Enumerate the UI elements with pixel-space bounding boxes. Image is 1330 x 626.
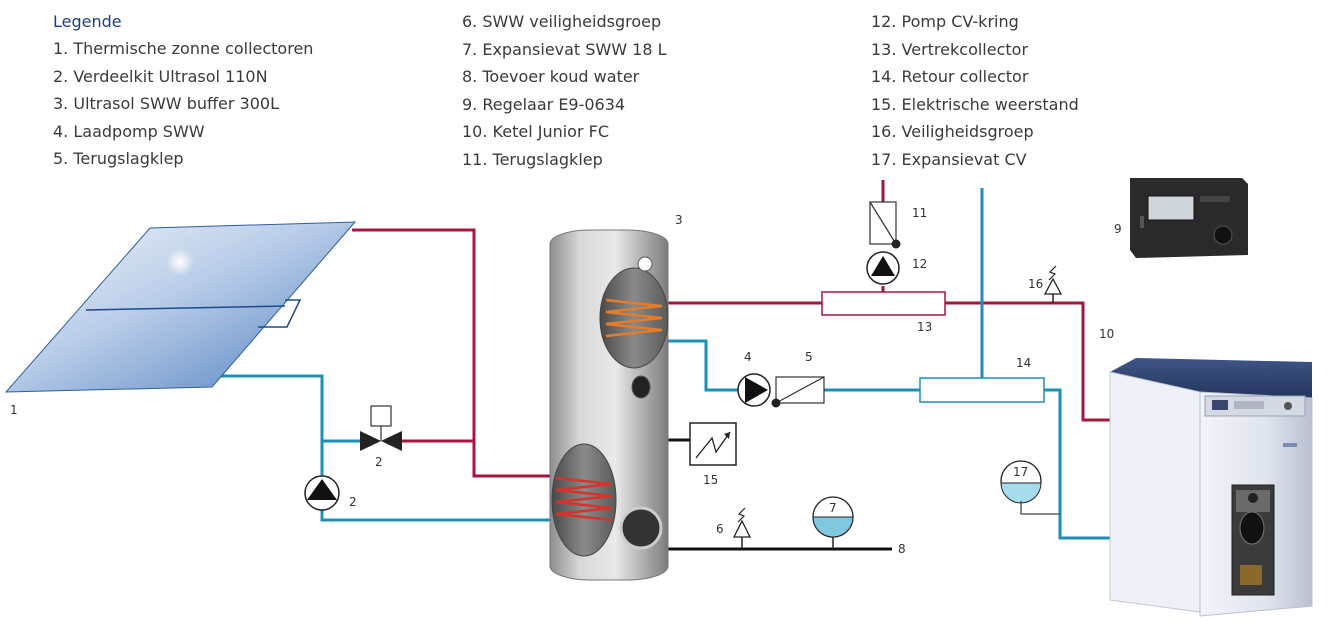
label-collector: 1 (10, 403, 18, 417)
label-cold-water: 8 (898, 542, 906, 556)
label-check-valve-cv: 11 (912, 206, 927, 220)
legend-item: 5. Terugslagklep (53, 149, 184, 168)
motorized-valve (360, 405, 402, 451)
electric-heater (689, 422, 737, 466)
legend-item: 3. Ultrasol SWW buffer 300L (53, 94, 279, 113)
label-check-valve-sww: 5 (805, 350, 813, 364)
legend-item: 9. Regelaar E9-0634 (462, 94, 626, 114)
legend-column-1: Legende 1. Thermische zonne collectoren … (53, 8, 313, 173)
label-buffer: 3 (675, 213, 683, 227)
controller (1130, 178, 1248, 258)
supply-collector (821, 291, 946, 316)
label-pump-kit: 2 (349, 495, 357, 509)
legend-column-2: 6. SWW veiligheidsgroep 7. Expansievat S… (462, 8, 667, 173)
label-boiler: 10 (1099, 327, 1114, 341)
legend-column-3: 12. Pomp CV-kring 13. Vertrekcollector 1… (871, 8, 1079, 173)
legend-item: 13. Vertrekcollector (871, 39, 1029, 59)
label-safety-group-cv: 16 (1028, 277, 1043, 291)
legend-item: 15. Elektrische weerstand (871, 94, 1079, 114)
label-return-collector: 14 (1016, 356, 1031, 370)
hot-pipes (352, 180, 1110, 478)
cold-pipes (214, 188, 1110, 540)
legend-item: 8. Toevoer koud water (462, 67, 640, 86)
safety-group-cv (1043, 265, 1063, 303)
pump-sww (737, 373, 771, 407)
expansion-vessel-sww (812, 496, 854, 549)
safety-group-sww (732, 507, 752, 549)
label-pump-sww: 4 (744, 350, 752, 364)
pump-cv (866, 251, 900, 285)
legend-item: 14. Retour collector (871, 67, 1029, 86)
legend-item: 10. Ketel Junior FC (462, 122, 609, 141)
legend-item: 7. Expansievat SWW 18 L (462, 39, 667, 59)
check-valve-sww (771, 376, 825, 408)
legend-item: 12. Pomp CV-kring (871, 12, 1019, 31)
label-pump-cv: 12 (912, 257, 927, 271)
legend-item: 1. Thermische zonne collectoren (53, 39, 314, 58)
label-supply-collector: 13 (917, 320, 932, 334)
label-expansion-sww: 7 (829, 501, 837, 515)
collector-pump (304, 475, 340, 511)
legend-item: 11. Terugslagklep (462, 149, 603, 169)
solar-collector (4, 221, 357, 393)
label-controller: 9 (1114, 222, 1122, 236)
expansion-vessel-cv (1000, 460, 1060, 515)
buffer-tank (549, 229, 669, 581)
legend-item: 17. Expansievat CV (871, 149, 1027, 169)
label-safety-group-sww: 6 (716, 522, 724, 536)
legend-item: 2. Verdeelkit Ultrasol 110N (53, 66, 268, 86)
label-expansion-cv: 17 (1013, 465, 1028, 479)
legend-item: 16. Veiligheidsgroep (871, 122, 1034, 141)
return-collector (919, 377, 1045, 403)
legend-item: 6. SWW veiligheidsgroep (462, 12, 662, 31)
legend-item: 4. Laadpomp SWW (53, 121, 205, 141)
label-valve-kit: 2 (375, 455, 383, 469)
check-valve-cv (869, 201, 901, 249)
legend-title: Legende (53, 12, 122, 31)
boiler (1109, 358, 1313, 617)
label-heater: 15 (703, 473, 718, 487)
